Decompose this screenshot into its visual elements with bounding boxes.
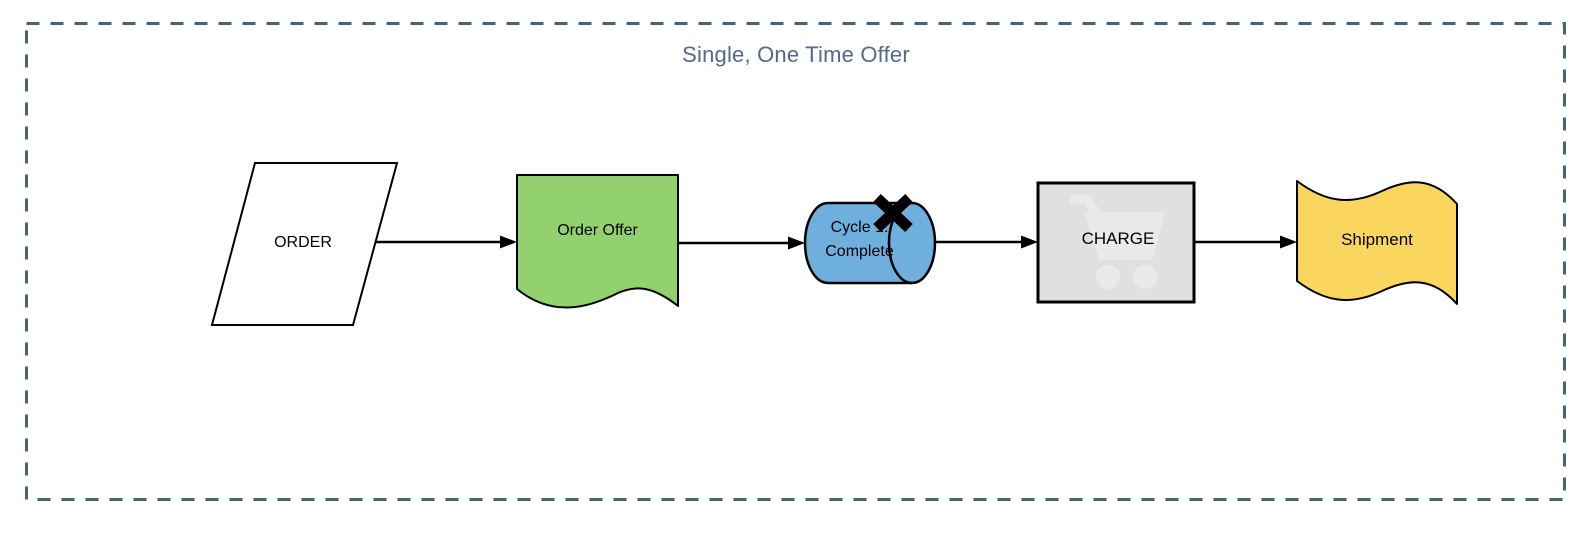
- diagram-title: Single, One Time Offer: [682, 42, 910, 67]
- shopping-cart-icon: [1070, 194, 1165, 289]
- shape-order-offer-document[interactable]: [516, 174, 679, 309]
- arrowhead-icon: [788, 236, 805, 250]
- connector-charge-to-shipment[interactable]: [1194, 235, 1297, 249]
- shape-order-parallelogram[interactable]: [210, 162, 399, 326]
- connector-order-offer-to-cycle[interactable]: [678, 236, 805, 250]
- x-mark-icon: [873, 193, 913, 233]
- shape-cycle-cylinder[interactable]: [803, 193, 937, 285]
- arrowhead-icon: [1021, 235, 1038, 249]
- shape-charge-rectangle[interactable]: [1036, 181, 1196, 304]
- cylinder-body: [803, 201, 937, 285]
- shape-shipment-flag[interactable]: [1296, 180, 1458, 305]
- dashed-frame: [25, 22, 1566, 501]
- connector-cycle-to-charge[interactable]: [935, 235, 1038, 249]
- arrowhead-icon: [500, 235, 517, 249]
- connector-order-to-order-offer[interactable]: [376, 235, 517, 249]
- arrowhead-icon: [1280, 235, 1297, 249]
